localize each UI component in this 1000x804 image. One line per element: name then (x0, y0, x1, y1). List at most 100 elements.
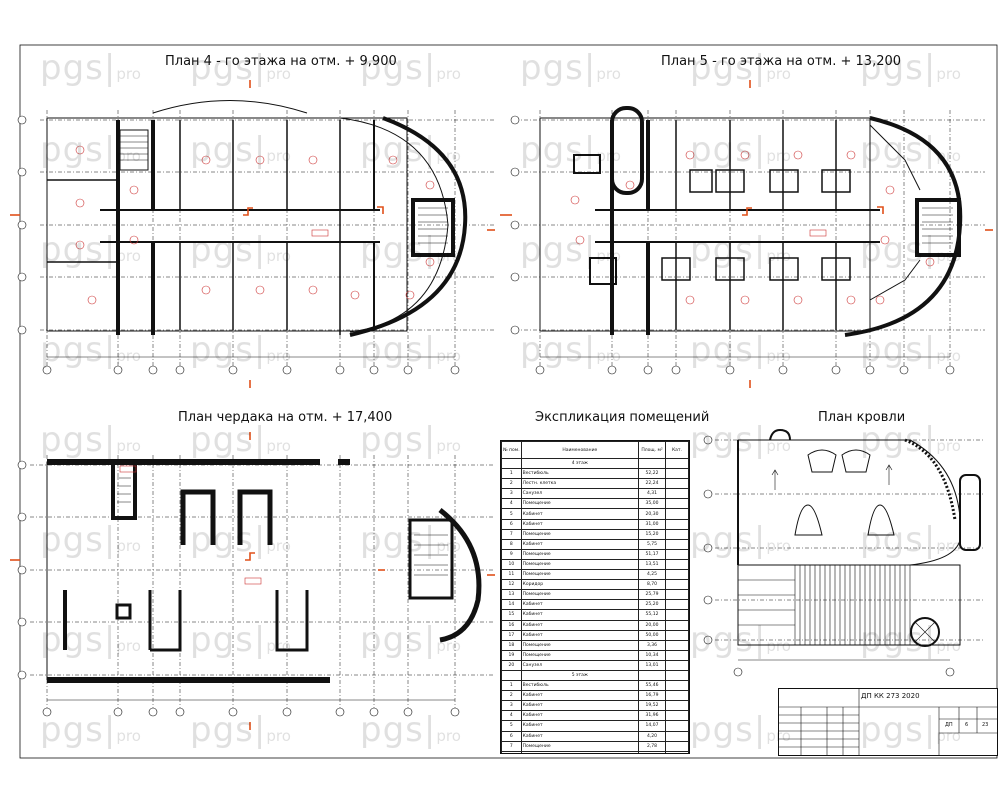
cell-number (501, 669, 522, 682)
cell-number: 3 (501, 700, 522, 712)
cell-category (665, 619, 689, 631)
plan-5-floor (500, 80, 993, 388)
cell-area: 8,70 (638, 579, 666, 591)
cell-number: 8 (501, 538, 522, 550)
cell-name: Помещение (520, 569, 640, 581)
cell-category (665, 609, 689, 621)
table-row: 8Кабинет19,52 (501, 750, 689, 753)
cell-category (665, 710, 689, 722)
cell-category (665, 498, 689, 510)
cell-category (665, 639, 689, 651)
cell-number: 15 (501, 609, 522, 621)
col-number: № пом. (501, 441, 522, 459)
cell-category (665, 700, 689, 712)
cell-name: Кабинет (520, 629, 640, 641)
cell-category (665, 669, 689, 682)
cell-number: 1 (501, 680, 522, 692)
cell-name: Кабинет (520, 710, 640, 722)
cell-category (665, 649, 689, 661)
cell-number: 10 (501, 558, 522, 571)
cell-name: Помещение (520, 498, 640, 510)
cell-name: Кабинет (520, 609, 640, 621)
cell-name: Санузел (520, 488, 640, 500)
cell-name: Кабинет (520, 730, 640, 742)
cell-area: 22,24 (638, 478, 666, 490)
cell-area: 4,31 (638, 488, 666, 500)
cell-number: 7 (501, 740, 522, 752)
cell-area: 13,51 (638, 558, 666, 571)
cell-area: 35,00 (638, 498, 666, 510)
cell-name: Помещение (520, 548, 640, 560)
cell-number: 6 (501, 518, 522, 530)
cell-category (665, 457, 689, 470)
cell-category (665, 558, 689, 571)
cell-number: 18 (501, 639, 522, 651)
cell-category (665, 488, 689, 500)
cell-number: 16 (501, 619, 522, 631)
cell-category (665, 740, 689, 752)
explication-title: Экспликация помещений (535, 410, 710, 425)
cell-number: 5 (501, 508, 522, 520)
cell-number: 19 (501, 649, 522, 661)
sheet-frame (19, 44, 998, 759)
cell-area: 3,36 (638, 639, 666, 651)
cell-number: 8 (501, 750, 522, 753)
cell-name: Лестн. клетка (520, 478, 640, 490)
cell-name: Кабинет (520, 690, 640, 702)
cell-name: Кабинет (520, 538, 640, 550)
cell-area: 55,12 (638, 609, 666, 621)
cell-name: Санузел (520, 659, 640, 671)
cell-number: 4 (501, 710, 522, 722)
cell-name: Помещение (520, 558, 640, 571)
cell-category (665, 589, 689, 601)
cell-name: Помещение (520, 740, 640, 752)
cell-area (638, 669, 666, 682)
cell-name: Кабинет (520, 750, 640, 753)
cell-number: 3 (501, 488, 522, 500)
cell-number: 4 (501, 498, 522, 510)
cell-area: 2,78 (638, 740, 666, 752)
plan-4-title: План 4 - го этажа на отм. + 9,900 (165, 54, 397, 69)
cell-number (501, 457, 522, 470)
cell-category (665, 548, 689, 560)
cell-number: 17 (501, 629, 522, 641)
cell-number: 7 (501, 528, 522, 540)
cell-number: 12 (501, 579, 522, 591)
cell-area: 52,22 (638, 468, 666, 480)
explication-table: № пом. Наименование Площ. м² Кат. 4 этаж… (500, 440, 690, 754)
title-block-grid (779, 689, 997, 755)
cell-area: 5,75 (638, 538, 666, 550)
cell-category (665, 508, 689, 520)
roof-plan (703, 428, 985, 677)
cell-category (665, 659, 689, 671)
attic-title: План чердака на отм. + 17,400 (178, 410, 393, 425)
cell-area: 14,07 (638, 720, 666, 732)
title-block: ДП КК 273 2020 ДП 6 23 (778, 688, 998, 756)
plan-5-title: План 5 - го этажа на отм. + 13,200 (661, 54, 902, 69)
cell-name: Помещение (520, 589, 640, 601)
table-group-row: 5 этаж (501, 669, 689, 682)
cell-number: 11 (501, 569, 522, 581)
cell-number: 2 (501, 478, 522, 490)
group-label: 5 этаж (520, 669, 640, 682)
cell-number: 1 (501, 468, 522, 480)
cell-area: 15,20 (638, 528, 666, 540)
col-name: Наименование (520, 441, 640, 459)
